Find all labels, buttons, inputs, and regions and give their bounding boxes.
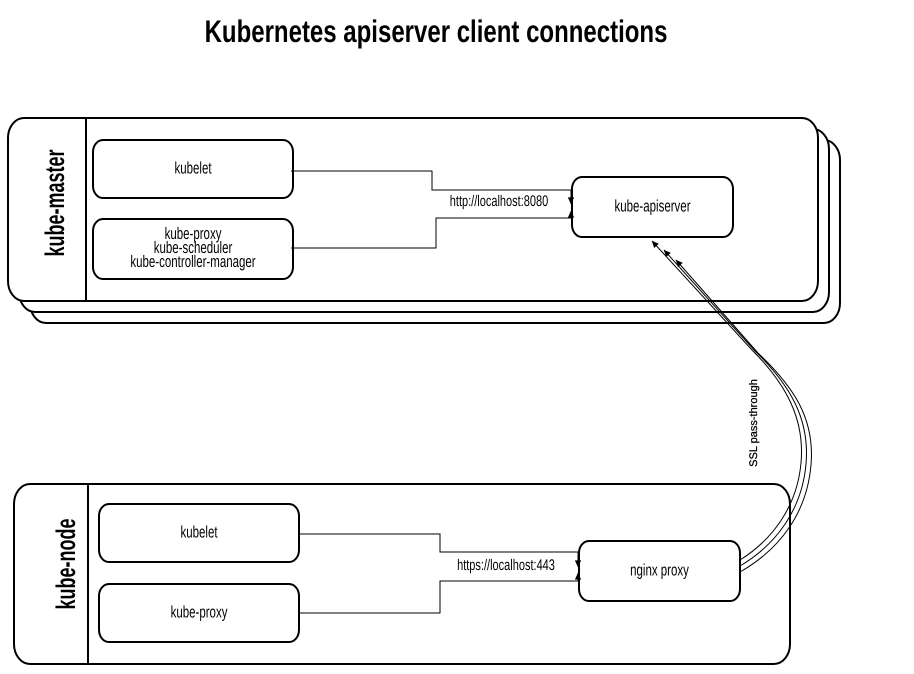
https-edge-label: https://localhost:443	[457, 557, 555, 574]
node-group: kube-node kubelet kube-proxy nginx proxy…	[13, 483, 791, 665]
ssl-edge-label: SSL pass-through	[748, 379, 760, 467]
ssl-curve-2	[663, 249, 808, 567]
master-kubelet-label: kubelet	[174, 160, 212, 177]
edge-kubelet-apiserver	[291, 170, 575, 205]
master-kubelet-node	[92, 139, 294, 199]
master-services-node	[92, 218, 294, 280]
edge-kubelet-nginx	[299, 533, 582, 568]
ssl-edges: SSL pass-through	[651, 240, 812, 573]
node-kubelet-node	[98, 503, 300, 563]
edge-proxy-nginx	[299, 572, 582, 614]
diagram-title: Kubernetes apiserver client connections	[205, 15, 668, 50]
node-kubelet-label: kubelet	[180, 524, 218, 541]
apiserver-label: kube-apiserver	[614, 198, 690, 215]
nginx-proxy-node	[578, 540, 741, 602]
ssl-curve-3	[675, 259, 812, 573]
master-group: kube-master kubelet kube-proxy kube-sche…	[7, 117, 841, 324]
master-services-line-3: kube-controller-manager	[130, 254, 255, 271]
node-group-label: kube-node	[51, 518, 81, 609]
master-group-label: kube-master	[40, 149, 70, 256]
master-services-line-1: kube-proxy	[165, 226, 222, 243]
http-edge-label: http://localhost:8080	[450, 193, 548, 210]
master-services-line-2: kube-scheduler	[154, 240, 233, 257]
node-proxy-label: kube-proxy	[171, 604, 228, 621]
ssl-curve-1	[651, 240, 803, 561]
apiserver-node	[571, 176, 734, 238]
nginx-proxy-label: nginx proxy	[630, 562, 689, 579]
edge-services-apiserver	[291, 210, 575, 249]
